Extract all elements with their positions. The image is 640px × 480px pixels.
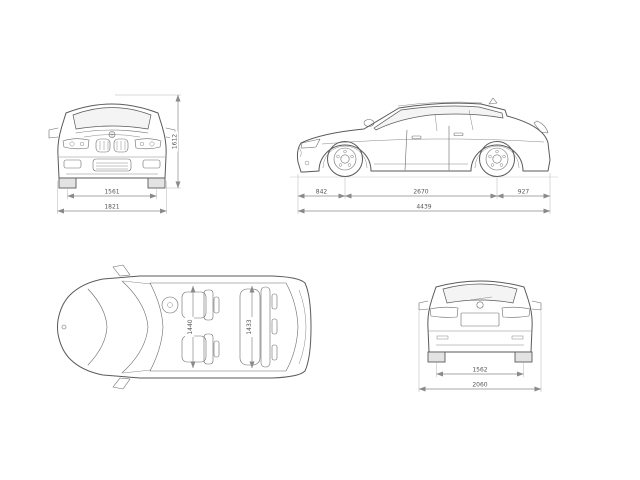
wheelbase-dim-label: 2670 <box>413 189 428 196</box>
front-windshield <box>72 107 152 130</box>
side-taillight <box>533 120 549 134</box>
rear-left-tire <box>427 351 446 363</box>
rear-roundel-icon <box>476 301 484 309</box>
front-interior-width-dim-label: 1440 <box>187 319 194 334</box>
antenna-fin <box>488 97 498 105</box>
front-right-tire <box>147 177 166 189</box>
windshield-base <box>121 280 149 374</box>
left-taillight <box>429 306 459 318</box>
top-left-mirror <box>112 264 131 277</box>
rear-left-mirror <box>418 300 429 311</box>
front-view-drawing <box>48 103 176 189</box>
side-windows <box>373 105 504 131</box>
front-overall-width-dim-label: 1821 <box>104 204 119 211</box>
hood-roundel-icon <box>61 324 67 330</box>
side-view-dimensions: 842 2670 927 4439 <box>297 173 551 214</box>
rear-view-dimensions: 1562 2060 <box>418 311 542 392</box>
rear-door-handle <box>453 132 464 136</box>
rear-interior-width-dim-label: 1433 <box>246 319 253 334</box>
top-view-dimensions: 1440 1433 <box>185 285 255 369</box>
side-view-drawing <box>290 97 558 178</box>
hood-edge <box>87 288 108 366</box>
overall-length-dim-label: 4439 <box>416 204 431 211</box>
side-front-wheel <box>327 141 363 177</box>
front-kidney-grille <box>95 138 129 153</box>
front-door-handle <box>411 135 422 139</box>
front-track-dim-label: 1561 <box>104 189 119 196</box>
right-reflector <box>511 335 524 340</box>
rear-right-mirror <box>531 300 542 311</box>
top-view-drawing <box>57 264 312 390</box>
door-seams <box>404 125 450 171</box>
rear-track-dim-label: 1562 <box>472 367 487 374</box>
brand-roundel-icon <box>108 131 116 138</box>
steering-wheel <box>161 296 179 314</box>
license-plate <box>460 312 500 327</box>
right-taillight <box>501 306 531 318</box>
rear-view-drawing <box>418 280 542 363</box>
left-reflector <box>436 335 449 340</box>
side-rear-wheel <box>479 141 515 177</box>
front-left-mirror <box>48 127 59 139</box>
front-bumper-intakes <box>63 158 161 172</box>
side-mirror <box>363 119 375 127</box>
side-headlight <box>300 138 321 149</box>
rear-window <box>442 283 518 304</box>
rear-overhang-dim-label: 927 <box>518 189 530 196</box>
front-overhang-dim-label: 842 <box>316 189 328 196</box>
front-headlights <box>62 138 162 150</box>
roof-panel <box>149 282 299 372</box>
rear-right-tire <box>514 351 533 363</box>
rear-overall-width-dim-label: 2060 <box>472 382 487 389</box>
front-left-tire <box>58 177 77 189</box>
front-view-dimensions: 1561 1821 1612 <box>57 94 181 214</box>
top-right-mirror <box>112 377 131 390</box>
front-overall-height-dim-label: 1612 <box>172 134 179 149</box>
